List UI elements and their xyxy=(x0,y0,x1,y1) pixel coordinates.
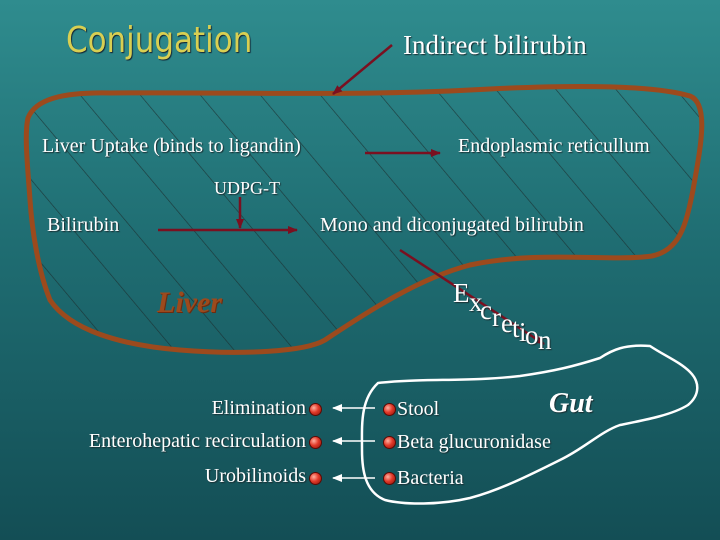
excretion-letter: x xyxy=(469,287,483,317)
excretion-letter: n xyxy=(538,325,552,355)
excretion-letter: r xyxy=(492,302,501,332)
bullet-icon xyxy=(309,403,322,416)
indirect-bilirubin-label: Indirect bilirubin xyxy=(403,30,587,60)
indirect-arrow xyxy=(332,44,393,95)
outcome-elimination: Elimination xyxy=(211,397,306,419)
bilirubin-label: Bilirubin xyxy=(47,214,120,236)
gut-bacteria: Bacteria xyxy=(397,467,464,489)
endoplasmic-reticulum-label: Endoplasmic reticullum xyxy=(458,135,650,157)
gut-beta-glucuronidase: Beta glucuronidase xyxy=(397,431,551,453)
excretion-letter: e xyxy=(501,308,513,338)
outcome-urobilinoids: Urobilinoids xyxy=(204,465,306,487)
bullet-icon xyxy=(309,472,322,485)
excretion-letter: E xyxy=(453,278,470,308)
outcome-enterohepatic: Enterohepatic recirculation xyxy=(88,430,306,452)
liver-uptake-label: Liver Uptake (binds to ligandin) xyxy=(42,135,301,157)
bullet-icon xyxy=(383,403,396,416)
excretion-letter: c xyxy=(480,295,492,325)
excretion-letter: t xyxy=(512,313,520,343)
bullet-icon xyxy=(383,472,396,485)
excretion-letter: o xyxy=(525,320,539,350)
excretion-arrow xyxy=(399,248,545,346)
gut-label: Gut xyxy=(549,388,593,419)
gut-stool: Stool xyxy=(397,398,440,420)
bullet-icon xyxy=(309,436,322,449)
gut-outline xyxy=(360,344,699,505)
conjugated-bilirubin-label: Mono and diconjugated bilirubin xyxy=(320,214,584,236)
udpgt-label: UDPG-T xyxy=(214,178,280,198)
liver-outline xyxy=(23,83,705,355)
slide-title: Conjugation xyxy=(66,20,253,61)
excretion-letter: i xyxy=(519,317,527,347)
liver-label: Liver xyxy=(157,286,222,319)
bullet-icon xyxy=(383,436,396,449)
